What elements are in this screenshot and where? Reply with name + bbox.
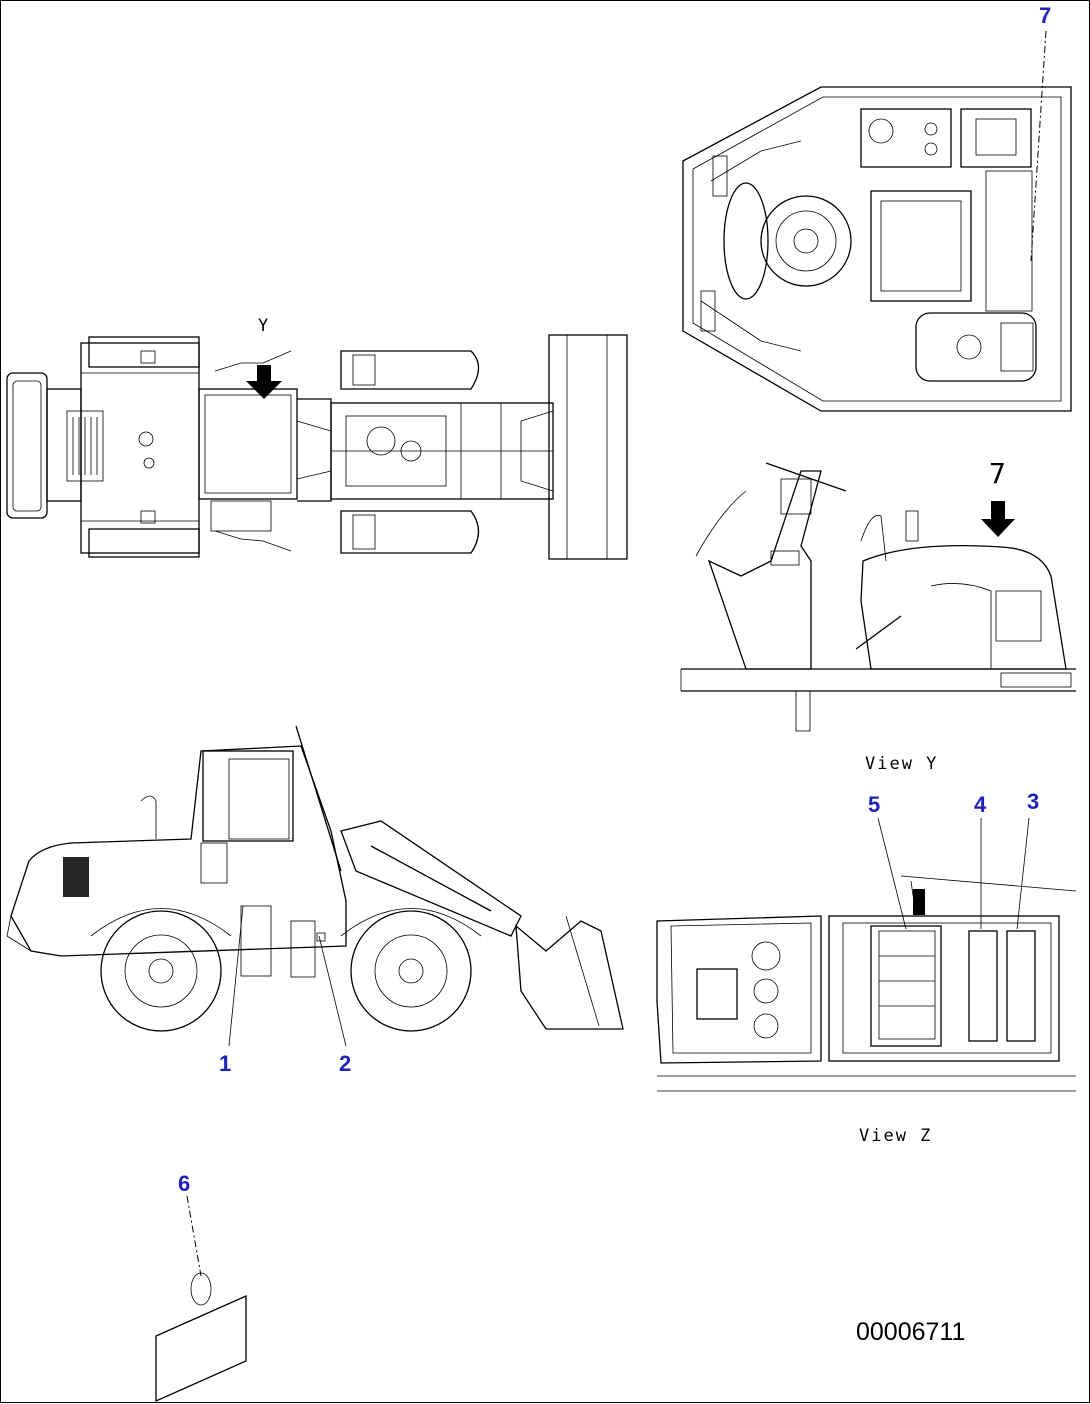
callout-2: 2 (339, 1051, 351, 1076)
callout-1: 1 (219, 1051, 231, 1076)
callout-7: 7 (1039, 3, 1051, 28)
callout-6: 6 (178, 1171, 190, 1196)
callout-5: 5 (868, 792, 880, 817)
cab-floor-top-view (682, 30, 1072, 412)
view-y-label: View Y (865, 754, 938, 774)
plate-part (155, 1195, 247, 1403)
document-number: 00006711 (856, 1318, 965, 1346)
cab-side-view (680, 462, 1076, 732)
view-marker-y: Y (258, 316, 270, 336)
view-z-label: View Z (859, 1126, 932, 1146)
leader-lines (228, 817, 1030, 1047)
callout-3: 3 (1027, 789, 1039, 814)
rear-panel-view (656, 875, 1077, 1092)
loader-side-view (6, 725, 624, 1032)
view-marker-7: 7 (989, 457, 1008, 490)
loader-top-view (6, 334, 628, 560)
callout-4: 4 (974, 792, 987, 817)
